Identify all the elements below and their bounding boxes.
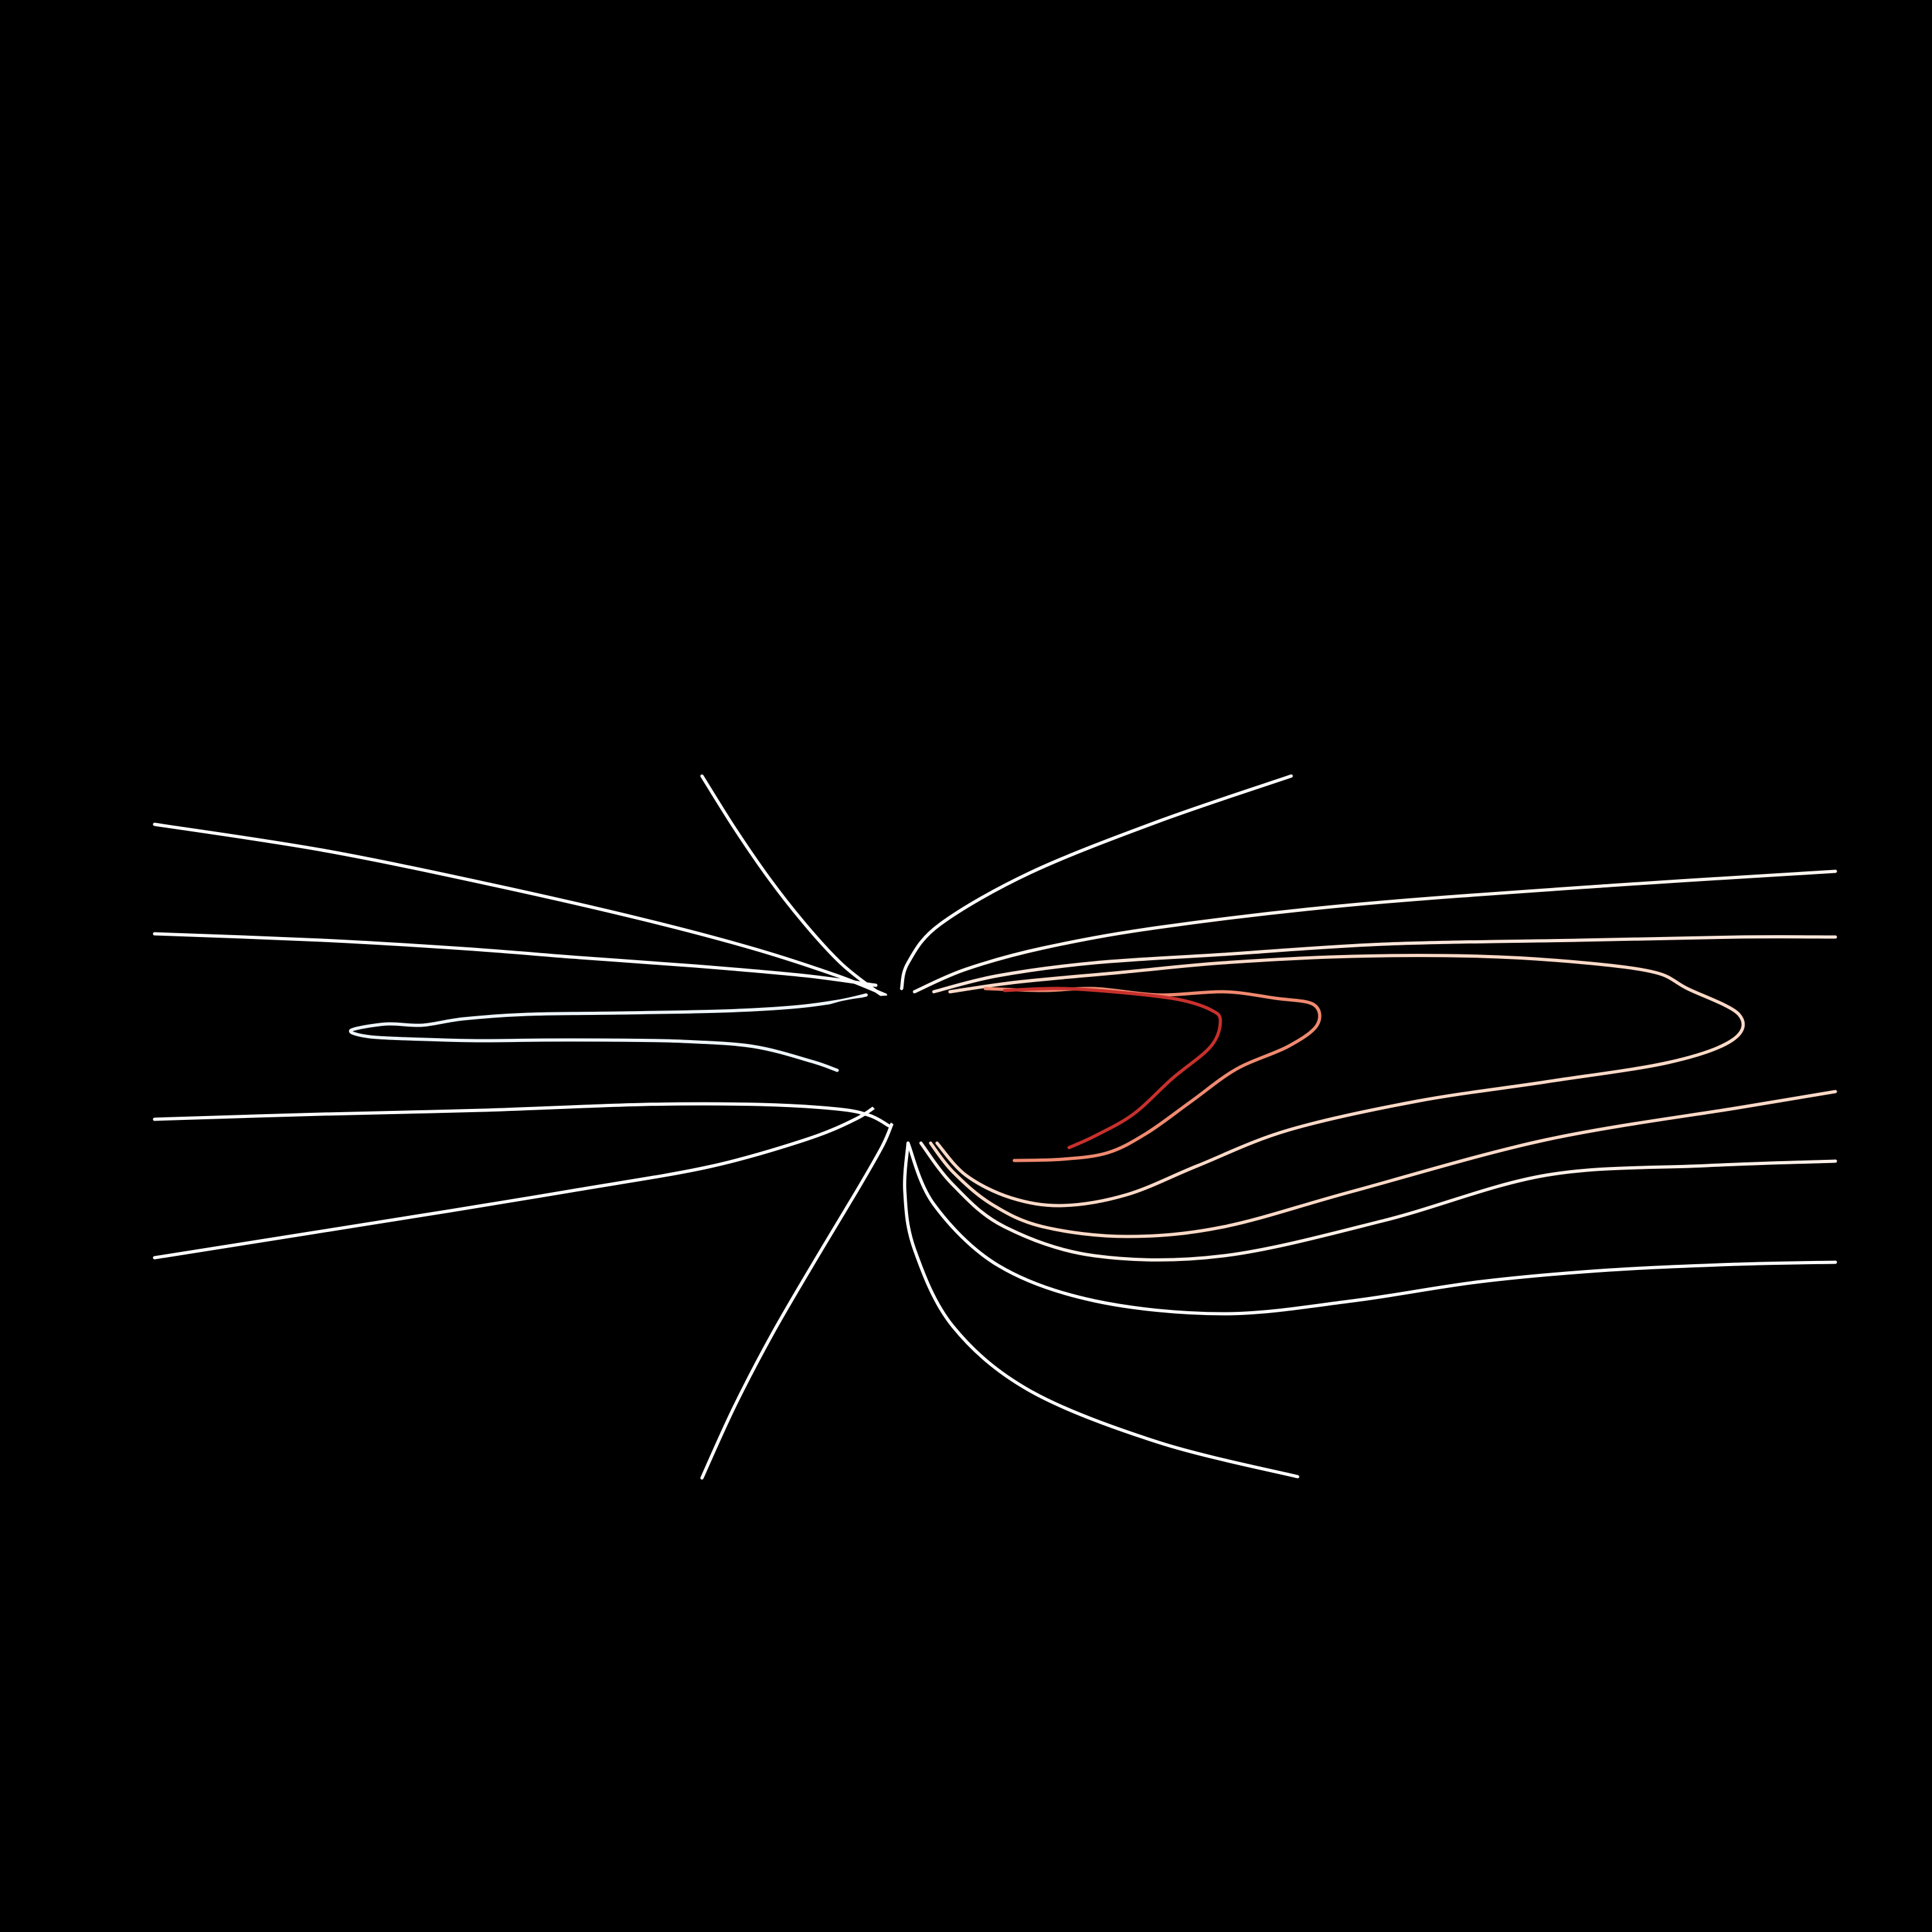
streamline-15 — [906, 1141, 1837, 1316]
streamline-8 — [700, 1122, 894, 1480]
streamlines-group — [153, 774, 1837, 1480]
streamline-17 — [1003, 987, 1222, 1150]
streamline-5 — [348, 993, 868, 1072]
streamline-3 — [153, 822, 887, 997]
streamline-13 — [929, 1090, 1837, 1238]
streamline-16 — [983, 987, 1321, 1162]
streamline-9 — [903, 1141, 1300, 1479]
streamline-12 — [935, 954, 1745, 1208]
streamline-10 — [913, 869, 1837, 994]
streamline-6 — [153, 1102, 891, 1128]
streamline-7 — [153, 1099, 884, 1260]
streamline-4 — [153, 932, 878, 987]
streamline-11 — [932, 935, 1837, 994]
streamline-14 — [919, 1141, 1837, 1262]
streamline-2 — [900, 774, 1293, 990]
central-body — [818, 995, 945, 1126]
